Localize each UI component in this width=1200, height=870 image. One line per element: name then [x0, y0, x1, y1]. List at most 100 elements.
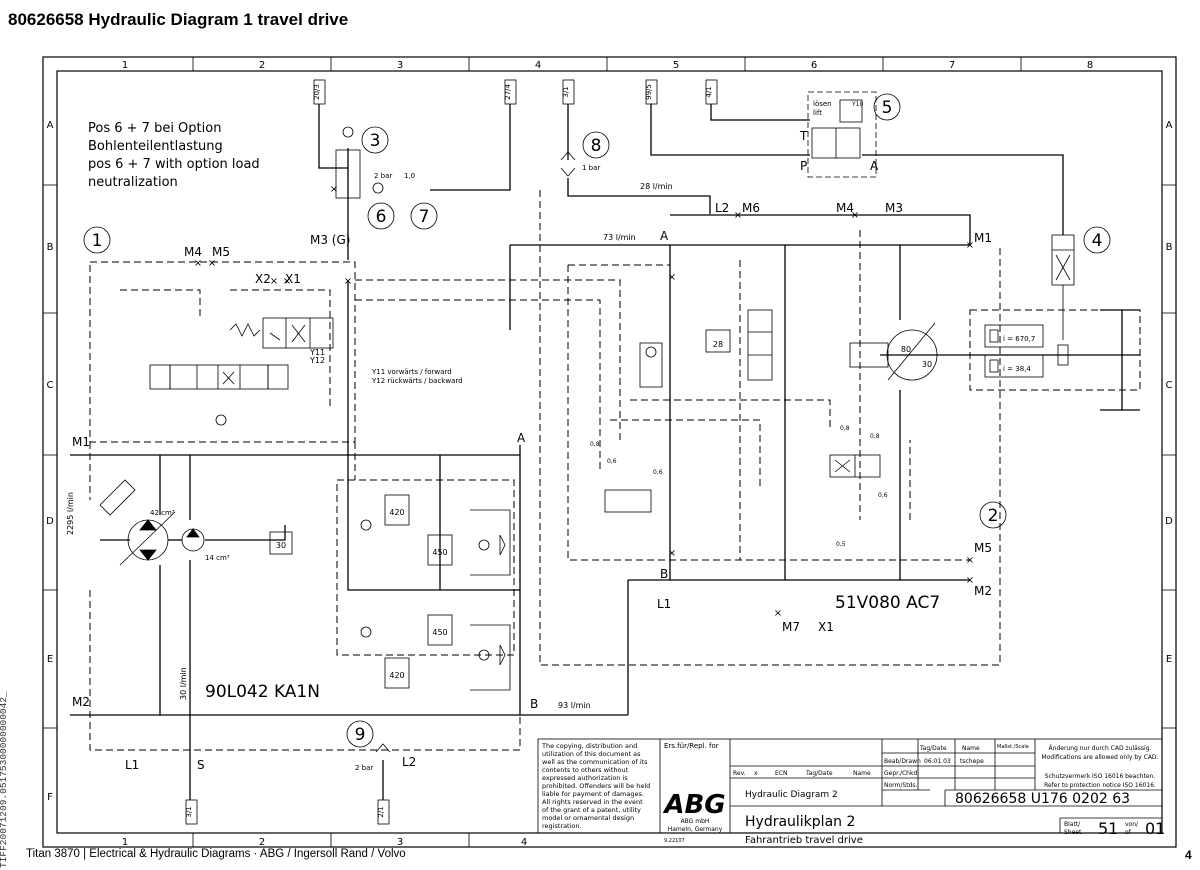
port-label: Y11 [309, 348, 325, 357]
relief-value: 450 [432, 628, 447, 637]
col-label: 2 [259, 837, 265, 848]
position-number: 3 [370, 131, 381, 151]
relief-value: 450 [432, 548, 447, 557]
of-label: von/ [1125, 821, 1139, 828]
position-number: 4 [1092, 231, 1103, 251]
row-label: B [47, 242, 54, 253]
outer-frame [42, 56, 1177, 848]
row-label: A [47, 120, 54, 131]
svg-text:×: × [270, 276, 278, 287]
orifice-value: 0,6 [653, 469, 663, 476]
copyright-line: expressed authorization is [542, 774, 628, 782]
position-number: 2 [988, 506, 999, 526]
pressure-label: 1 bar [582, 164, 600, 172]
port-label: X1 [285, 272, 301, 286]
page-title: 80626658 Hydraulic Diagram 1 travel driv… [8, 10, 349, 29]
inner-frame [56, 70, 1163, 834]
page-number: 4 [1185, 848, 1192, 862]
relief-value: 28 [713, 340, 723, 349]
port-label: X1 [818, 620, 834, 634]
position-number: 6 [376, 207, 387, 227]
company-name: ABG mbH [681, 818, 710, 825]
port-label: Y12 [309, 356, 325, 365]
svg-text:×: × [283, 276, 291, 287]
col-label: 6 [811, 60, 817, 71]
title-small: Hydraulic Diagram 2 [745, 790, 838, 800]
solenoid-label: lösen [813, 100, 832, 108]
port-label: X2 [255, 272, 271, 286]
col-label: 1 [122, 60, 128, 71]
pressure-lines [70, 104, 1140, 800]
port-label: M4 [836, 201, 854, 215]
relief-value: 420 [389, 671, 404, 680]
sheet-label: Sheet [1064, 829, 1082, 836]
connector-label: 99/5 [645, 84, 653, 100]
port-label: B [530, 697, 538, 711]
form-code: 9.22107 [664, 838, 685, 844]
pump-displacement: 42 cm³ [150, 509, 175, 517]
svg-text:×: × [344, 276, 352, 287]
svg-text:×: × [966, 555, 974, 566]
position-number: 8 [591, 136, 602, 156]
flow-labels: 28 l/min 73 l/min 93 l/min 30 l/min 2295… [66, 182, 673, 710]
port-label: A [870, 159, 879, 173]
port-label: A [660, 229, 669, 243]
x-header: x [754, 770, 758, 777]
name-header: Name [962, 745, 980, 752]
orifice-value: 0,8 [840, 425, 850, 432]
date-header: Tag/Date [919, 745, 947, 752]
option-note-line: neutralization [88, 175, 178, 190]
sheet-label: Blatt/ [1064, 821, 1081, 828]
flow-label: 2295 l/min [66, 492, 75, 535]
svg-text:×: × [668, 548, 676, 559]
svg-text:×: × [194, 258, 202, 269]
port-label: M2 [974, 584, 992, 598]
junction-markers: ×× ×× ×× ×× ×× ×× ×× [194, 184, 974, 619]
svg-text:×: × [774, 608, 782, 619]
rev-header: Rev. [733, 770, 746, 777]
row-label: C [1166, 380, 1173, 391]
port-label: M3 [885, 201, 903, 215]
flow-label: 30 l/min [179, 667, 188, 700]
connector-label: 2/1 [377, 806, 385, 817]
svg-text:×: × [966, 240, 974, 251]
copyright-line: registration. [542, 822, 582, 830]
top-connectors: 20/3 27/4 3/1 99/5 4/1 [313, 79, 718, 105]
col-label: 4 [535, 60, 541, 71]
company-city: Hameln, Germany [668, 826, 723, 833]
relief-value: 420 [389, 508, 404, 517]
copyright-line: The copying, distribution and [541, 742, 637, 750]
pressure-label: 1,0 [404, 172, 415, 180]
charge-displacement: 14 cm³ [205, 554, 230, 562]
position-number: 7 [419, 207, 430, 227]
date-header: Tag/Date [805, 770, 833, 777]
col-label: 3 [397, 60, 403, 71]
abg-logo: ABG [662, 790, 725, 820]
position-number: 9 [355, 725, 366, 745]
row-label: B [1166, 242, 1173, 253]
flow-label: 28 l/min [640, 182, 673, 191]
gear-ratio: i = 670,7 [1003, 335, 1035, 343]
position-circle [410, 202, 438, 230]
standards-label: Norm/Stds. [884, 782, 917, 789]
drawn-label: Beab/Drawn [884, 758, 921, 765]
solenoid-label: Y10 [851, 101, 863, 108]
grid-ticks [43, 57, 1176, 847]
port-label: P [800, 159, 807, 173]
svg-text:×: × [966, 575, 974, 586]
page-footer: Titan 3870 | Electrical & Hydraulic Diag… [26, 848, 406, 860]
sheet-total: 01 [1145, 819, 1165, 838]
orifice-value: 0,6 [878, 492, 888, 499]
col-label: 3 [397, 837, 403, 848]
row-label: E [1166, 654, 1172, 665]
port-label: B [660, 567, 668, 581]
title-german: Hydraulikplan 2 [745, 814, 855, 830]
connector-label: 27/4 [504, 84, 512, 100]
port-label: M1 [72, 435, 90, 449]
replaced-for-label: Ers.für/Repl. for [664, 742, 719, 750]
col-label: 5 [673, 60, 679, 71]
drawn-name: tschepe [960, 758, 984, 765]
motor-displacement-min: 30 [922, 360, 932, 369]
protection-note: Refer to protection notice ISO 16016. [1044, 782, 1156, 789]
